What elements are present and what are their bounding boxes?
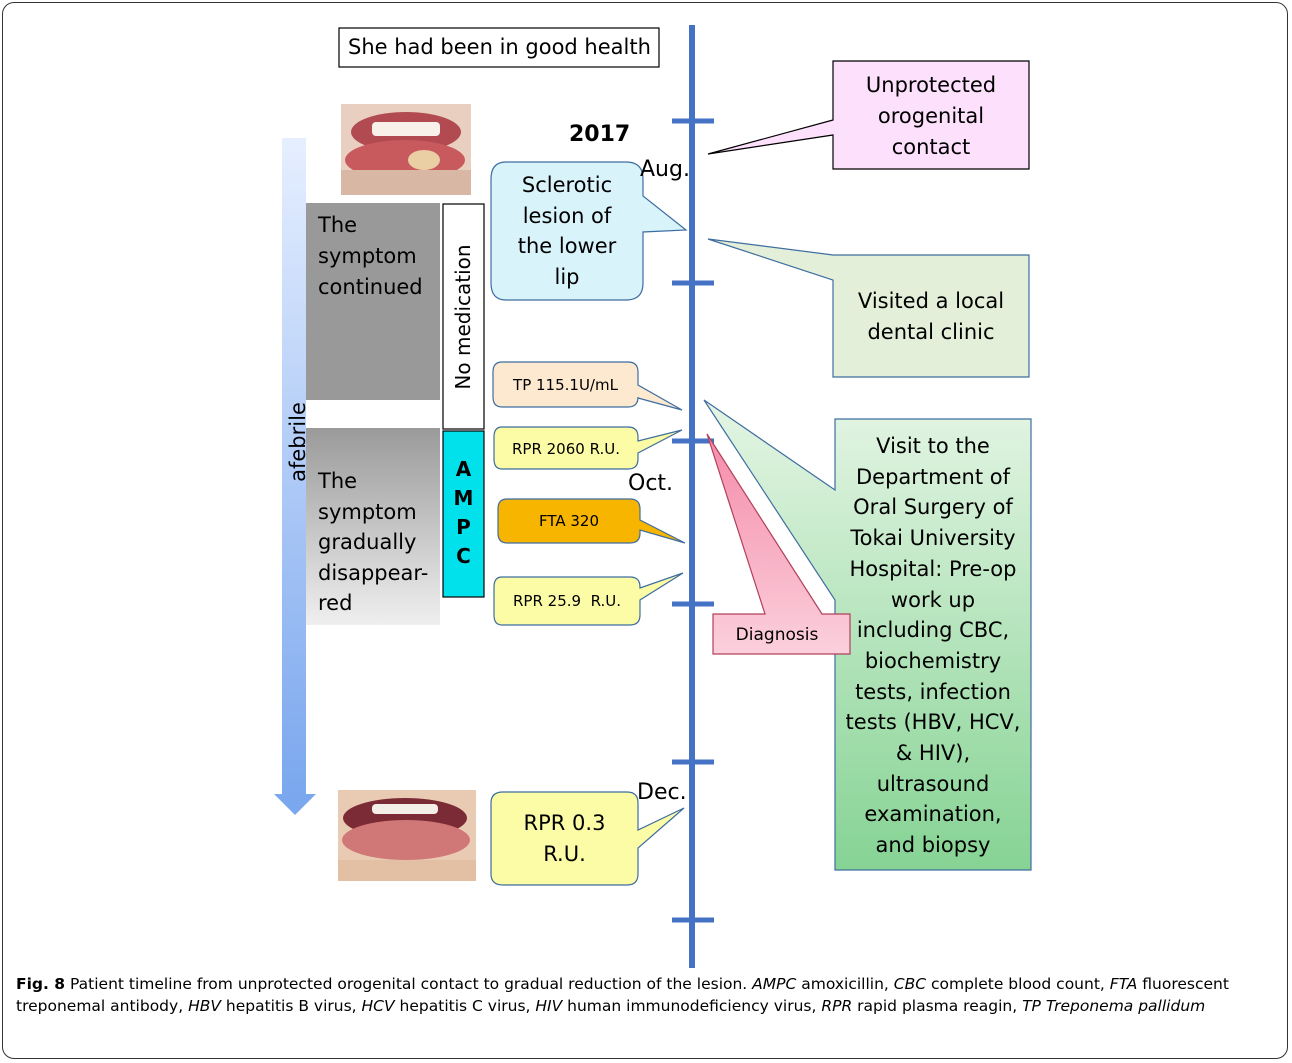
clinic-text: Visited a local dental clinic xyxy=(833,286,1029,348)
caption-term: FTA xyxy=(1109,975,1138,993)
clinic-callout xyxy=(707,238,1030,378)
visit-text: Visit to the Department of Oral Surgery … xyxy=(835,431,1031,861)
visit-line-1: Visit to the xyxy=(876,434,990,458)
disappeared-phase-block xyxy=(306,428,440,625)
disappeared-line-5: red xyxy=(318,591,353,615)
caption-term: Treponema pallidum xyxy=(1045,997,1206,1015)
lesion-line-2: lesion of xyxy=(522,203,612,228)
rpr-2060-callout xyxy=(493,426,683,470)
tp-text: TP 115.1U/mL xyxy=(513,376,618,394)
caption-def: rapid plasma reagin, xyxy=(852,997,1023,1015)
contact-line-3: contact xyxy=(891,135,971,159)
contact-callout xyxy=(707,60,1030,170)
timeline-axis xyxy=(672,25,714,968)
header-box xyxy=(338,27,660,68)
fta-text: FTA 320 xyxy=(538,512,600,530)
ampc-letter-4: C xyxy=(456,544,471,568)
figure-caption: Fig. 8 Patient timeline from unprotected… xyxy=(16,973,1281,1017)
ampc-letter-2: M xyxy=(453,486,474,510)
caption-text: Patient timeline from unprotected orogen… xyxy=(65,975,753,993)
disappeared-line-4: disappear- xyxy=(318,560,429,585)
ampc-letter-1: A xyxy=(455,457,472,481)
visit-line-10: tests (HBV, HCV, xyxy=(845,710,1021,735)
lesion-line-3: the lower xyxy=(517,234,617,258)
ampc-bar xyxy=(442,430,485,598)
visit-line-3: Oral Surgery of xyxy=(853,495,1013,520)
caption-term: AMPC xyxy=(752,975,797,993)
rpr-25-callout xyxy=(493,572,684,626)
fta-callout xyxy=(497,498,686,544)
disappeared-label: The symptom gradually disappear- red xyxy=(318,466,428,619)
caption-term: TP xyxy=(1022,997,1041,1015)
caption-term: HIV xyxy=(535,997,563,1015)
continued-line-2: symptom xyxy=(318,244,417,268)
ampc-letter-3: P xyxy=(456,515,471,539)
disappeared-line-2: symptom xyxy=(318,499,417,524)
continued-phase-block xyxy=(306,203,440,400)
caption-def: amoxicillin, xyxy=(796,975,894,993)
caption-def: hepatitis C virus, xyxy=(394,997,536,1015)
caption-def: hepatitis B virus, xyxy=(220,997,362,1015)
rpr-25-text: RPR 25.9 R.U. xyxy=(513,592,621,610)
rpr-03-line-1: RPR 0.3 xyxy=(523,811,606,835)
caption-term: HCV xyxy=(361,997,395,1015)
continued-line-1: The xyxy=(318,213,358,237)
visit-line-4: Tokai University xyxy=(850,526,1016,551)
header-text: She had been in good health xyxy=(348,35,651,59)
rpr-2060-text: RPR 2060 R.U. xyxy=(511,440,620,458)
rpr-03-text: RPR 0.3 R.U. xyxy=(491,808,638,870)
year-label: 2017 xyxy=(569,122,631,147)
visit-line-12: ultrasound xyxy=(876,771,990,796)
month-dec: Dec. xyxy=(637,780,687,805)
visit-line-13: examination, xyxy=(864,802,1002,827)
diagnosis-callout xyxy=(706,433,851,655)
month-oct: Oct. xyxy=(628,471,674,496)
visit-line-14: and biopsy xyxy=(875,833,991,858)
lesion-line-4: lip xyxy=(554,264,580,289)
visit-line-5: Hospital: Pre-op xyxy=(849,556,1017,581)
contact-line-2: orogenital xyxy=(877,104,985,128)
visit-line-9: tests, infection xyxy=(855,679,1011,704)
month-aug: Aug. xyxy=(640,157,690,182)
caption-def: fluorescent treponemal antibody, xyxy=(16,975,1229,1015)
tp-callout xyxy=(492,361,683,411)
caption-fig-label: Fig. 8 xyxy=(16,975,66,993)
caption-term: CBC xyxy=(893,975,927,993)
visit-line-6: work up xyxy=(890,587,976,612)
rpr-03-callout xyxy=(490,791,685,886)
clinic-line-1: Visited a local xyxy=(857,289,1005,313)
visit-line-11: & HIV), xyxy=(895,741,971,766)
afebrile-arrow xyxy=(274,138,316,815)
diagnosis-text: Diagnosis xyxy=(735,625,819,645)
caption-term: HBV xyxy=(188,997,221,1015)
disappeared-line-1: The xyxy=(318,469,358,493)
contact-line-1: Unprotected xyxy=(865,73,997,97)
disappeared-line-3: gradually xyxy=(318,530,417,554)
ampc-label: A M P C xyxy=(443,455,484,571)
visit-line-2: Department of xyxy=(856,464,1010,489)
caption-def: human immunodeficiency virus, xyxy=(562,997,822,1015)
visit-callout xyxy=(703,399,1032,871)
no-medication-label: No medication xyxy=(451,244,475,390)
lesion-photo xyxy=(341,104,471,195)
afebrile-label: afebrile xyxy=(286,402,310,482)
caption-term: RPR xyxy=(821,997,853,1015)
lesion-line-1: Sclerotic xyxy=(521,173,613,197)
continued-line-3: continued xyxy=(318,275,423,299)
lesion-text: Sclerotic lesion of the lower lip xyxy=(491,170,643,292)
continued-label: The symptom continued xyxy=(318,210,423,303)
no-medication-bar xyxy=(442,203,485,430)
caption-def: complete blood count, xyxy=(926,975,1110,993)
rpr-03-line-2: R.U. xyxy=(543,842,586,866)
contact-text: Unprotected orogenital contact xyxy=(833,70,1029,163)
lesion-callout xyxy=(490,161,688,301)
healed-lip-photo xyxy=(338,790,476,881)
visit-line-8: biochemistry xyxy=(864,648,1002,673)
clinic-line-2: dental clinic xyxy=(867,320,995,344)
visit-line-7: including CBC, xyxy=(856,618,1010,643)
